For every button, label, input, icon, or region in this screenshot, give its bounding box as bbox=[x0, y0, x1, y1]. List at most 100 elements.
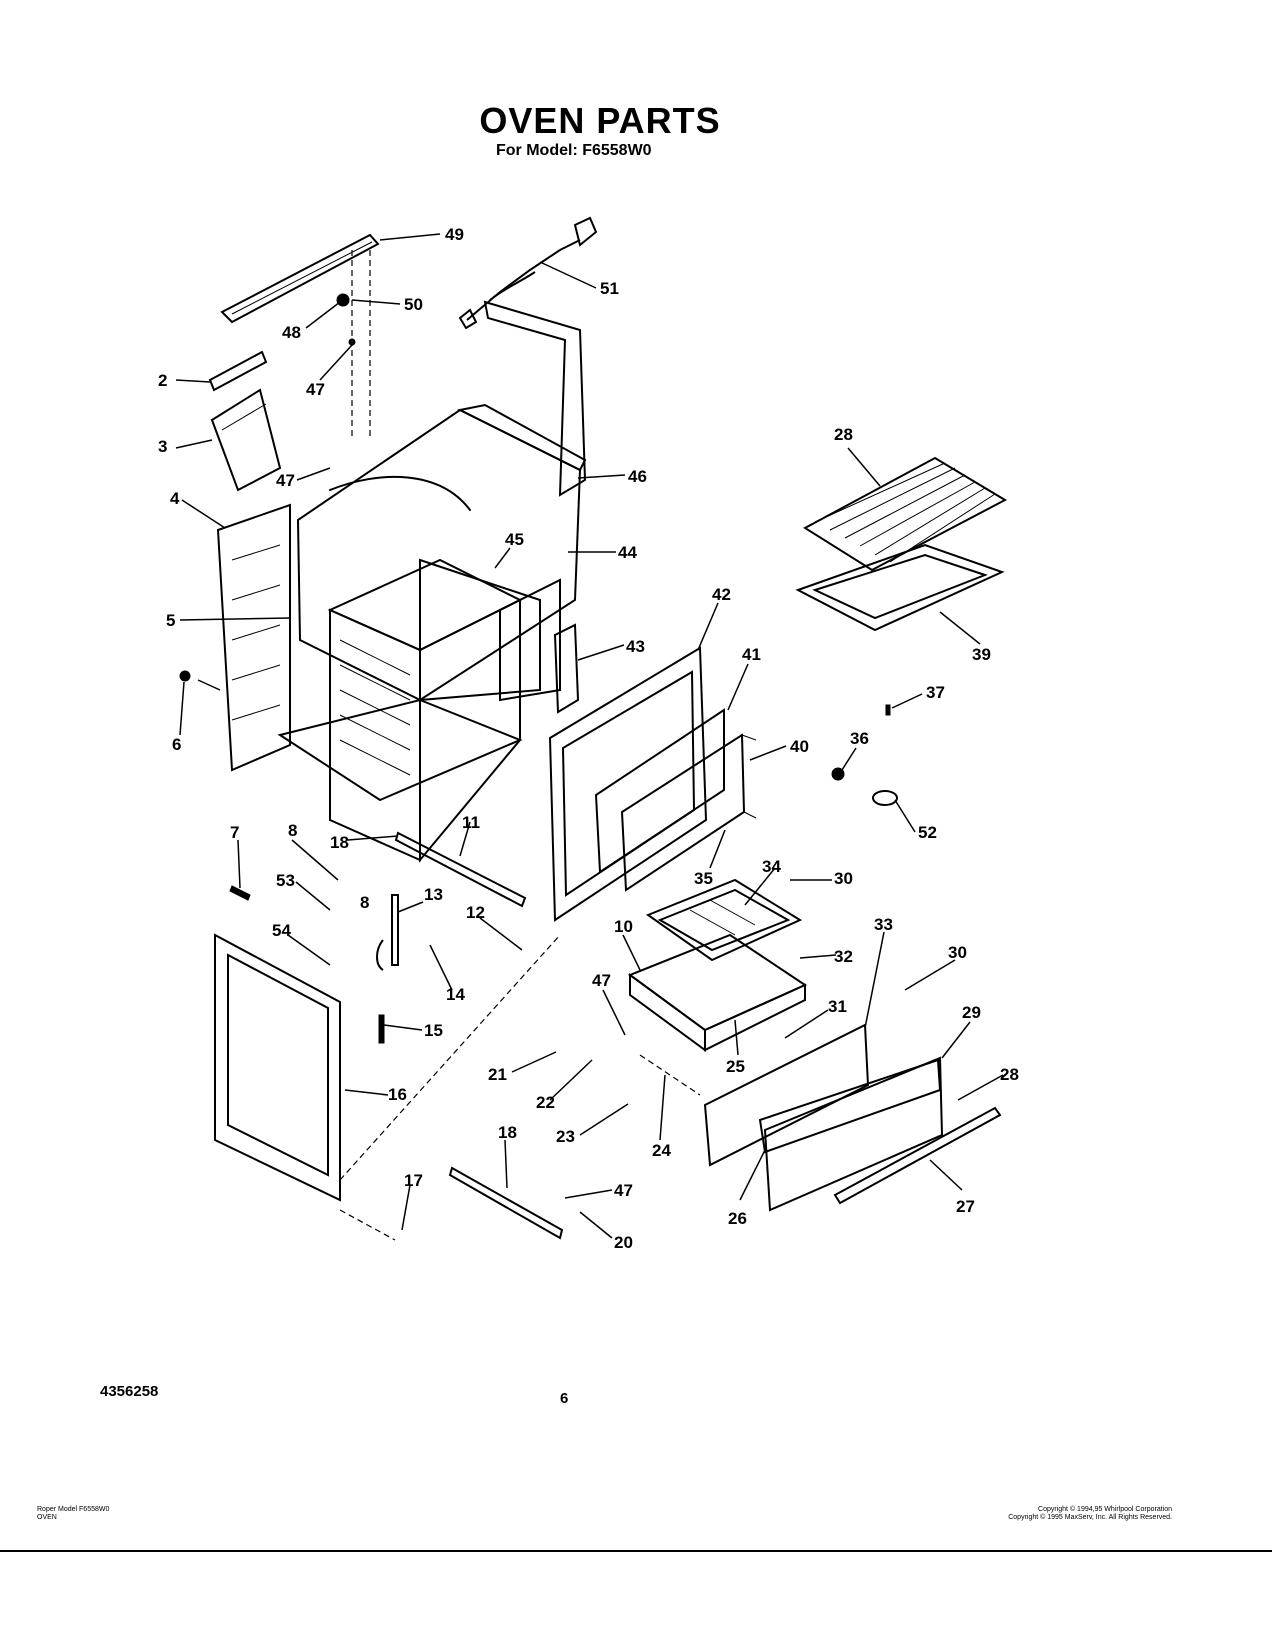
callout-2: 2 bbox=[158, 371, 167, 390]
callout-41: 41 bbox=[742, 645, 761, 664]
document-number: 4356258 bbox=[100, 1383, 159, 1400]
part-49-top-trim bbox=[220, 233, 380, 324]
callout-40: 40 bbox=[790, 737, 809, 756]
part-18-rail bbox=[394, 831, 527, 908]
part-18b-rail bbox=[448, 1166, 564, 1240]
callout-44: 44 bbox=[618, 543, 637, 562]
footer-right: Copyright © 1994,95 Whirlpool Corporatio… bbox=[1008, 1506, 1172, 1522]
alignment-line bbox=[639, 1054, 701, 1096]
callout-18a: 18 bbox=[330, 833, 349, 852]
callout-8a: 8 bbox=[288, 821, 297, 840]
callout-35: 35 bbox=[694, 869, 713, 888]
leader-lines bbox=[175, 233, 1004, 1239]
callout-39: 39 bbox=[972, 645, 991, 664]
part-50-48-47-fasteners bbox=[336, 250, 371, 440]
callout-46: 46 bbox=[628, 467, 647, 486]
callout-30a: 30 bbox=[834, 869, 853, 888]
callout-18b: 18 bbox=[498, 1123, 517, 1142]
part-27-handle bbox=[833, 1106, 1002, 1205]
callout-36: 36 bbox=[850, 729, 869, 748]
callout-47d: 47 bbox=[592, 971, 611, 990]
callout-17: 17 bbox=[404, 1171, 423, 1190]
part-33-panel bbox=[703, 1023, 870, 1167]
callout-13: 13 bbox=[424, 885, 443, 904]
callout-52: 52 bbox=[918, 823, 937, 842]
callout-37: 37 bbox=[926, 683, 945, 702]
callout-48: 48 bbox=[282, 323, 301, 342]
callout-45: 45 bbox=[505, 530, 524, 549]
part-43-panel bbox=[553, 623, 580, 714]
callout-42: 42 bbox=[712, 585, 731, 604]
callout-7: 7 bbox=[230, 823, 239, 842]
part-7-hinge bbox=[229, 885, 251, 901]
callout-47c: 47 bbox=[614, 1181, 633, 1200]
part-37-screw bbox=[885, 704, 891, 716]
model-subtitle: For Model: F6558W0 bbox=[496, 142, 652, 159]
callout-47a: 47 bbox=[306, 380, 325, 399]
part-34-burner bbox=[645, 878, 803, 962]
callout-32: 32 bbox=[834, 947, 853, 966]
callout-23: 23 bbox=[556, 1127, 575, 1146]
callout-3: 3 bbox=[158, 437, 167, 456]
alignment-line bbox=[339, 934, 561, 1181]
callout-5: 5 bbox=[166, 611, 175, 630]
part-29-glass bbox=[758, 1058, 942, 1154]
part-41-gasket bbox=[594, 708, 725, 874]
part-51-power-cord bbox=[458, 216, 598, 330]
callout-15: 15 bbox=[424, 1021, 443, 1040]
part-42-door-frame bbox=[548, 646, 708, 922]
callout-4: 4 bbox=[170, 489, 180, 508]
callout-24: 24 bbox=[652, 1141, 671, 1160]
callout-25: 25 bbox=[726, 1057, 745, 1076]
part-16-oven-door bbox=[214, 933, 341, 1202]
callout-28: 28 bbox=[834, 425, 853, 444]
callout-14: 14 bbox=[446, 985, 465, 1004]
callout-33: 33 bbox=[874, 915, 893, 934]
alignment-line bbox=[339, 1209, 396, 1241]
callout-11: 11 bbox=[462, 813, 480, 832]
part-28-oven-rack bbox=[803, 456, 1008, 572]
callout-10: 10 bbox=[614, 917, 633, 936]
callout-22: 22 bbox=[536, 1093, 555, 1112]
part-36-socket bbox=[831, 767, 845, 781]
callout-6: 6 bbox=[172, 735, 181, 754]
callout-30b: 30 bbox=[948, 943, 967, 962]
part-4-side-panel bbox=[179, 503, 291, 772]
callout-8b: 8 bbox=[360, 893, 369, 912]
part-39-broil-pan bbox=[795, 543, 1005, 632]
footer-model-line: Roper Model F6558W0 bbox=[37, 1506, 110, 1513]
part-40-gasket bbox=[620, 733, 757, 892]
footer-copyright-2: Copyright © 1995 MaxServ, Inc. All Right… bbox=[1008, 1514, 1172, 1521]
oven-cabinet bbox=[296, 300, 587, 702]
callout-29: 29 bbox=[962, 1003, 981, 1022]
part-52-bulb bbox=[872, 790, 898, 806]
callout-54: 54 bbox=[272, 921, 291, 940]
callout-49: 49 bbox=[445, 225, 464, 244]
callout-34: 34 bbox=[762, 857, 781, 876]
callout-28b: 28 bbox=[1000, 1065, 1019, 1084]
callout-47b: 47 bbox=[276, 471, 295, 490]
footer-copyright-1: Copyright © 1994,95 Whirlpool Corporatio… bbox=[1038, 1506, 1172, 1513]
callout-31: 31 bbox=[828, 997, 847, 1016]
page-title: OVEN PARTS bbox=[479, 100, 721, 141]
footer-section-line: OVEN bbox=[37, 1514, 57, 1521]
part-26-door-frame bbox=[763, 1056, 944, 1212]
callout-50: 50 bbox=[404, 295, 423, 314]
callout-53: 53 bbox=[276, 871, 295, 890]
callout-20: 20 bbox=[614, 1233, 633, 1252]
callout-21: 21 bbox=[488, 1065, 507, 1084]
callout-12: 12 bbox=[466, 903, 485, 922]
callout-51: 51 bbox=[600, 279, 619, 298]
callout-43: 43 bbox=[626, 637, 645, 656]
bottom-rule bbox=[0, 1550, 1272, 1552]
page-number: 6 bbox=[560, 1390, 569, 1407]
part-11-oven-liner bbox=[277, 558, 523, 863]
part-3-shield bbox=[210, 388, 282, 492]
callout-27: 27 bbox=[956, 1197, 975, 1216]
part-2-bracket bbox=[208, 350, 268, 392]
part-13-15-hinge-parts bbox=[376, 894, 399, 1044]
callout-16: 16 bbox=[388, 1085, 407, 1104]
footer-left: Roper Model F6558W0 OVEN bbox=[37, 1506, 109, 1522]
part-10-broiler-drawer bbox=[627, 933, 808, 1052]
